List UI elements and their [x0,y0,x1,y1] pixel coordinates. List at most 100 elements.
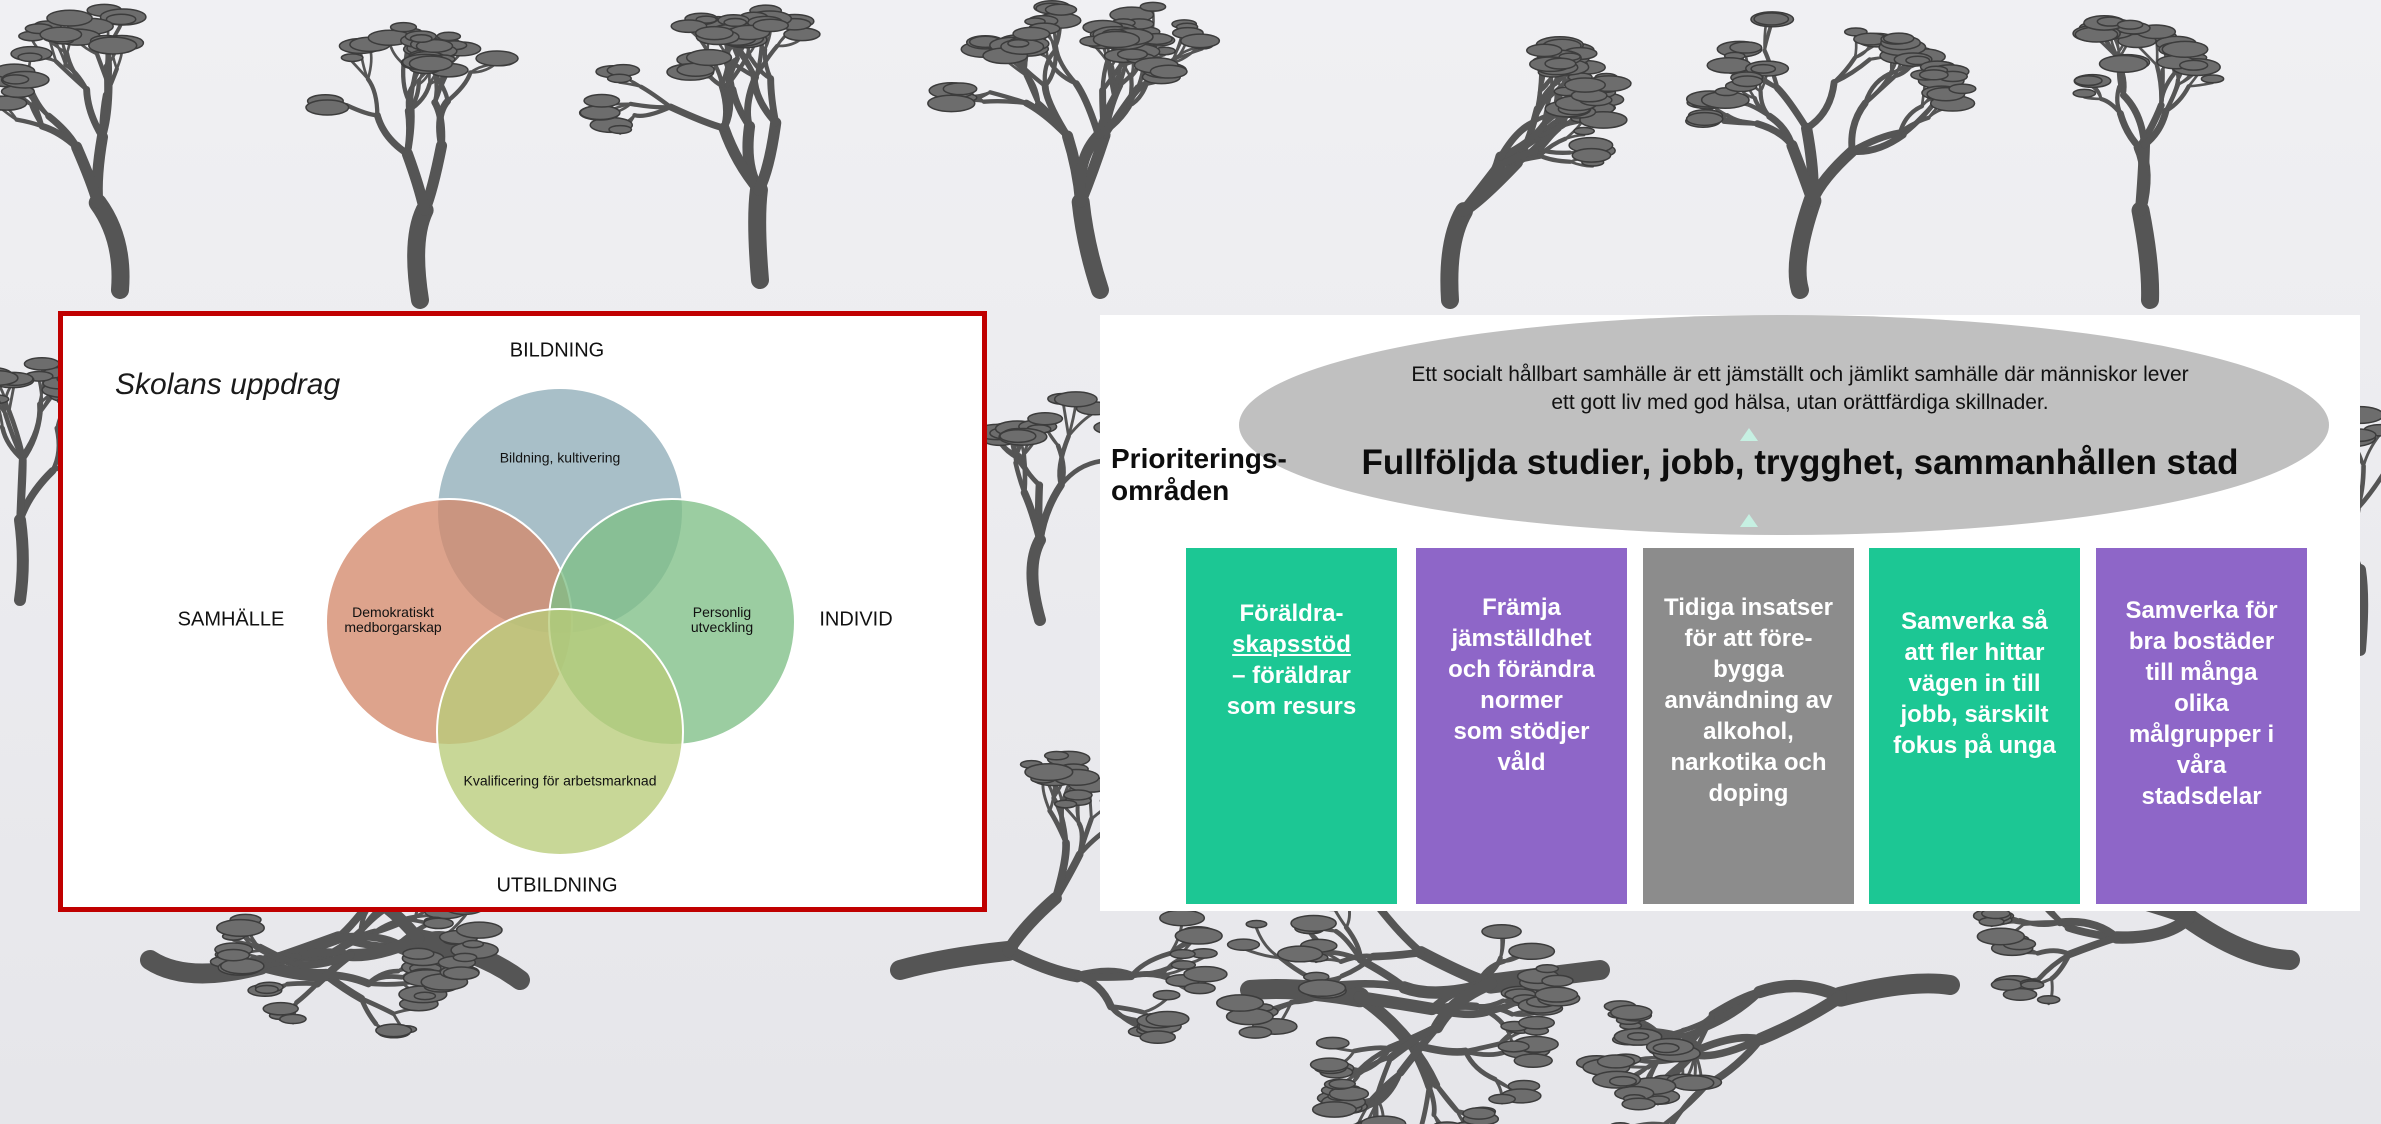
mushroom-cap [1216,994,1265,1012]
tree-branch [1333,928,1363,963]
tree-branch [1353,991,1439,1016]
mushroom-cap [1753,12,1790,26]
tree-branch [1073,972,1136,981]
mushroom-cap [413,991,437,1001]
priority-card: Samverka för bra bostäder till många oli… [2096,548,2307,904]
tree-branch [1766,112,1796,149]
mushroom-cap [1462,1107,1496,1120]
tree-branch [1051,838,1070,903]
mushroom-cap [1731,75,1764,88]
tree-branch [1374,1096,1385,1124]
mushroom-cap [1525,43,1563,58]
label-samhalle: SAMHÄLLE [177,608,285,631]
tree-branch [2119,91,2148,149]
mushroom-cap [1139,1,1167,12]
mushroom-cap [423,917,454,930]
tree-branch [1788,191,1822,299]
mushroom-cap [39,26,83,43]
tree-branch [2098,96,2123,116]
tree-branch [1013,460,1027,495]
mushroom-cap [1145,1010,1190,1028]
tree-branch [2163,78,2181,114]
tree-branch [1708,988,1764,1019]
mushroom-cap [999,429,1037,444]
mushroom-cap [2200,74,2225,84]
venn-label-kvalificering: Kvalificering för arbetsmarknad [463,772,657,789]
mushroom-cap [1535,963,1560,974]
mushroom-cap [1063,789,1093,801]
tree-branch [1072,80,1102,139]
tree-branch [373,111,411,158]
mushroom-cap [685,48,733,67]
priority-card: Föräldra- skapsstöd – föräldrar som resu… [1186,548,1397,904]
tree-branch [1387,1023,1441,1062]
tree-branch [1339,954,1376,979]
mushroom-cap [1564,77,1606,93]
mushroom-cap [1518,1015,1556,1030]
tree-branch [762,47,773,81]
tree-branch [1002,891,1062,958]
mushroom-cap [2036,995,2061,1005]
mushroom-cap [606,73,632,84]
tree-branch [0,383,11,413]
mushroom-cap [1043,750,1070,761]
tree-branch [292,951,355,969]
tree-branch [1754,990,1847,1046]
tree-branch [0,408,5,430]
mushroom-cap [409,34,433,44]
mushroom-cap [583,93,621,108]
mushroom-cap [1608,1075,1638,1087]
mushroom-cap [462,939,485,949]
mushroom-cap [1513,1053,1553,1069]
label-utbildning: UTBILDNING [496,874,618,897]
tree-branch [1026,534,1046,626]
mushroom-cap [2116,19,2144,30]
tree-branch [445,70,473,104]
tree-branch [1538,120,1564,152]
tree-branch [1406,1039,1470,1056]
tree-branch [753,117,782,196]
priority-card: Samverka så att fler hittar vägen in til… [1869,548,2080,904]
tree-branch [253,931,345,972]
mushroom-cap [402,947,435,960]
tree-branch [1537,153,1573,164]
venn-label-personlig: Personlig utveckling [690,604,754,635]
tree-branch [2134,139,2151,217]
tree-branch [1497,119,1536,161]
mushroom-cap [1183,982,1216,995]
tree-branch [432,73,439,105]
tree-branch [1045,55,1079,86]
tree-branch [98,91,110,141]
mushroom-cap [279,1013,307,1025]
mushroom-cap [1159,909,1206,927]
tree-branch [104,66,119,97]
mushroom-cap [1092,30,1141,49]
mushroom-cap [1534,986,1579,1003]
mushroom-cap [1990,978,2024,991]
mushroom-cap [1541,974,1574,988]
mushroom-cap [1149,64,1188,79]
mushroom-cap [942,82,978,96]
tree-branch [1126,81,1149,109]
mushroom-cap [1024,762,1074,782]
mushroom-cap [1053,391,1098,408]
tree-branch [401,148,431,216]
tree-branch [1723,117,1760,126]
prioriteringsomraden-panel: Ett socialt hållbart samhälle är ett jäm… [1100,315,2360,911]
mushroom-cap [216,918,265,937]
mushroom-cap [452,952,478,963]
tree-branch [1430,977,1498,1034]
tree-branch [1529,90,1552,126]
mushroom-cap [0,370,19,386]
tree-branch [2017,917,2063,928]
mushroom-cap [46,9,93,27]
mushroom-cap [340,53,364,63]
tree-branch [1440,202,1473,309]
mushroom-cap [1290,914,1337,933]
priority-card: Främja jämställdhet och förändra normer … [1416,548,1627,904]
mushroom-cap [1481,923,1522,940]
mushroom-cap [1621,1097,1656,1111]
tree-branch [2362,432,2381,468]
mushroom-cap [1976,927,2026,946]
tree-branch [748,181,769,289]
